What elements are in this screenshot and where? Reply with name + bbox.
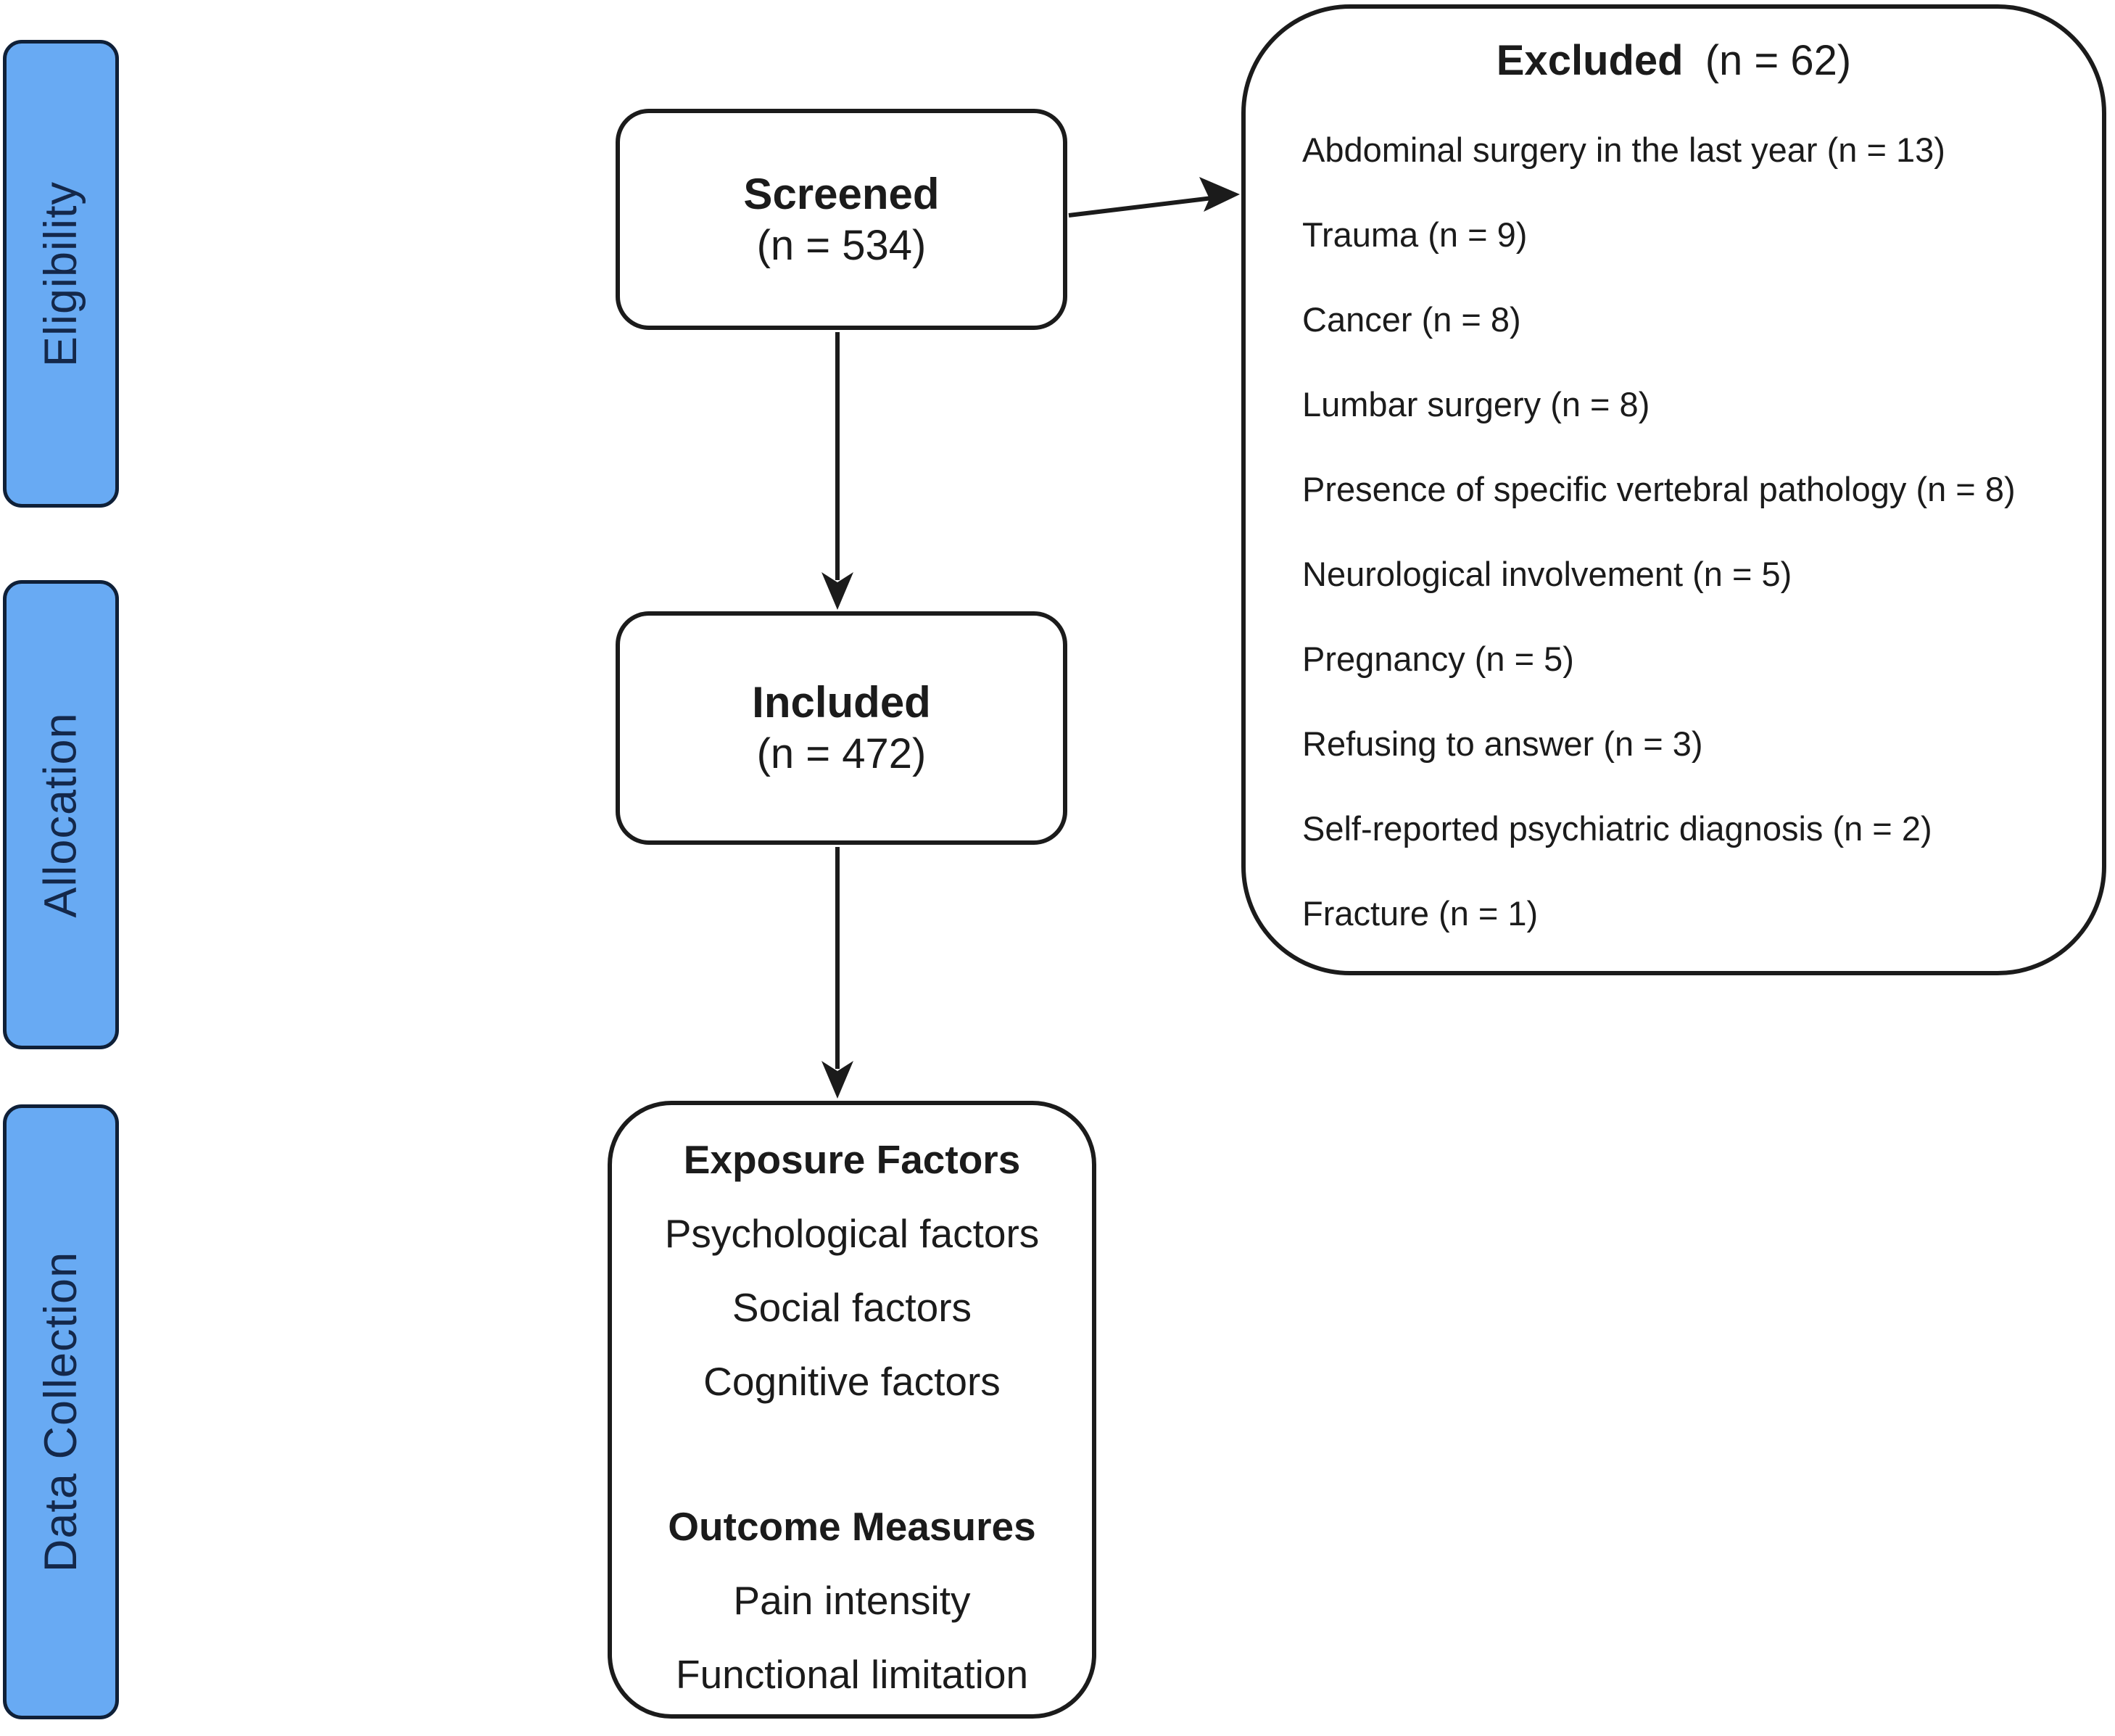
excluded-reason: Self-reported psychiatric diagnosis (n =… [1302, 809, 1932, 848]
exposure-factor-item: Psychological factors [664, 1211, 1040, 1256]
excluded-reason: Trauma (n = 9) [1302, 215, 1528, 254]
included-count: (n = 472) [756, 730, 927, 777]
excluded-reason: Refusing to answer (n = 3) [1302, 724, 1703, 763]
data-collection-box: Exposure Factors Psychological factors S… [608, 1101, 1096, 1719]
arrow-screened-to-included [821, 332, 853, 610]
exposure-factor-item: Social factors [732, 1285, 972, 1330]
exposure-factors-heading: Exposure Factors [683, 1137, 1021, 1182]
excluded-reason: Presence of specific vertebral pathology… [1302, 470, 2016, 508]
included-title: Included [752, 678, 931, 727]
excluded-reason: Neurological involvement (n = 5) [1302, 555, 1792, 593]
excluded-title: Excluded [1496, 37, 1684, 84]
excluded-reason-list: Abdominal surgery in the last year (n = … [1246, 107, 2102, 956]
screened-count: (n = 534) [756, 221, 927, 269]
outcome-measures-heading: Outcome Measures [668, 1504, 1036, 1549]
stage-bar-eligibility: Eligibility [3, 40, 119, 508]
screened-title: Screened [743, 169, 940, 218]
excluded-header: Excluded (n = 62) [1246, 39, 2102, 83]
stage-label-data-collection: Data Collection [36, 1251, 86, 1573]
stage-bar-data-collection: Data Collection [3, 1104, 119, 1719]
arrow-screened-to-excluded [1068, 177, 1240, 218]
outcome-measure-item: Pain intensity [733, 1578, 971, 1623]
outcome-measure-item: Functional limitation [675, 1652, 1029, 1697]
included-box: Included (n = 472) [616, 611, 1067, 845]
exposure-factor-item: Cognitive factors [703, 1359, 1001, 1404]
arrow-included-to-data-collection [821, 847, 853, 1099]
excluded-reason: Cancer (n = 8) [1302, 300, 1521, 339]
screened-box: Screened (n = 534) [616, 109, 1067, 330]
excluded-box: Excluded (n = 62) Abdominal surgery in t… [1241, 4, 2106, 975]
excluded-count: (n = 62) [1705, 37, 1852, 84]
excluded-reason: Lumbar surgery (n = 8) [1302, 385, 1650, 423]
stage-label-allocation: Allocation [36, 711, 87, 918]
stage-bar-allocation: Allocation [3, 580, 119, 1049]
stage-label-eligibility: Eligibility [36, 181, 86, 367]
excluded-reason: Fracture (n = 1) [1302, 894, 1539, 933]
excluded-reason: Abdominal surgery in the last year (n = … [1302, 131, 1945, 169]
excluded-reason: Pregnancy (n = 5) [1302, 640, 1574, 678]
